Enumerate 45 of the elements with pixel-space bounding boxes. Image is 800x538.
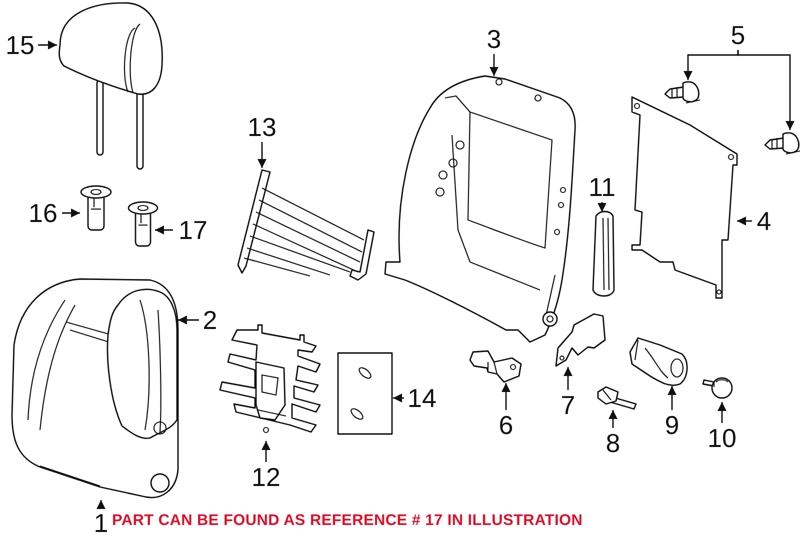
callout-number: 12	[250, 462, 282, 492]
callout-number: 8	[604, 428, 622, 458]
leader-line	[262, 441, 270, 462]
leader-line	[62, 208, 80, 218]
callout-number: 6	[497, 410, 515, 440]
leader-line	[490, 54, 498, 76]
callout-number: 4	[752, 206, 776, 236]
leader-line	[608, 410, 618, 428]
callout-number: 14	[404, 383, 440, 413]
leader-line	[737, 216, 752, 226]
leader-line	[38, 40, 57, 50]
callout-number: 13	[244, 112, 280, 142]
callout-number: 16	[24, 198, 62, 228]
bracket-drawing	[469, 350, 523, 383]
callout-number: 9	[663, 410, 681, 440]
callout-number: 3	[482, 24, 506, 54]
leader-line	[598, 202, 606, 212]
callout-number: 10	[706, 423, 738, 453]
bolt-drawing	[597, 386, 638, 410]
leader-line	[502, 383, 510, 410]
leader-line	[668, 386, 676, 410]
leader-line	[564, 367, 572, 390]
leader-line	[258, 142, 266, 168]
gasket-drawing	[337, 352, 393, 435]
callout-number: 11	[587, 172, 617, 202]
seat-back-frame-drawing	[383, 76, 578, 344]
leader-line	[96, 500, 106, 509]
seat-side-pad-drawing	[106, 287, 178, 441]
caption: PART CAN BE FOUND AS REFERENCE # 17 IN ILLUSTRATION	[112, 512, 583, 530]
trim-cap-drawing	[592, 212, 615, 298]
trim-cover-drawing	[555, 314, 606, 367]
callout-number: 2	[199, 305, 221, 335]
leader-line	[178, 316, 199, 324]
callout-number: 17	[173, 215, 213, 245]
headrest-drawing	[57, 2, 163, 170]
leader-line	[737, 50, 794, 130]
screw-drawing	[662, 80, 700, 106]
callout-number: 7	[559, 390, 577, 420]
callout-number: 15	[2, 30, 38, 60]
handle-drawing	[627, 337, 688, 386]
callout-number: 5	[726, 20, 750, 50]
callout-number: 1	[92, 508, 110, 538]
leader-line	[155, 226, 173, 234]
leader-line	[393, 394, 404, 402]
leader-line	[718, 402, 726, 423]
